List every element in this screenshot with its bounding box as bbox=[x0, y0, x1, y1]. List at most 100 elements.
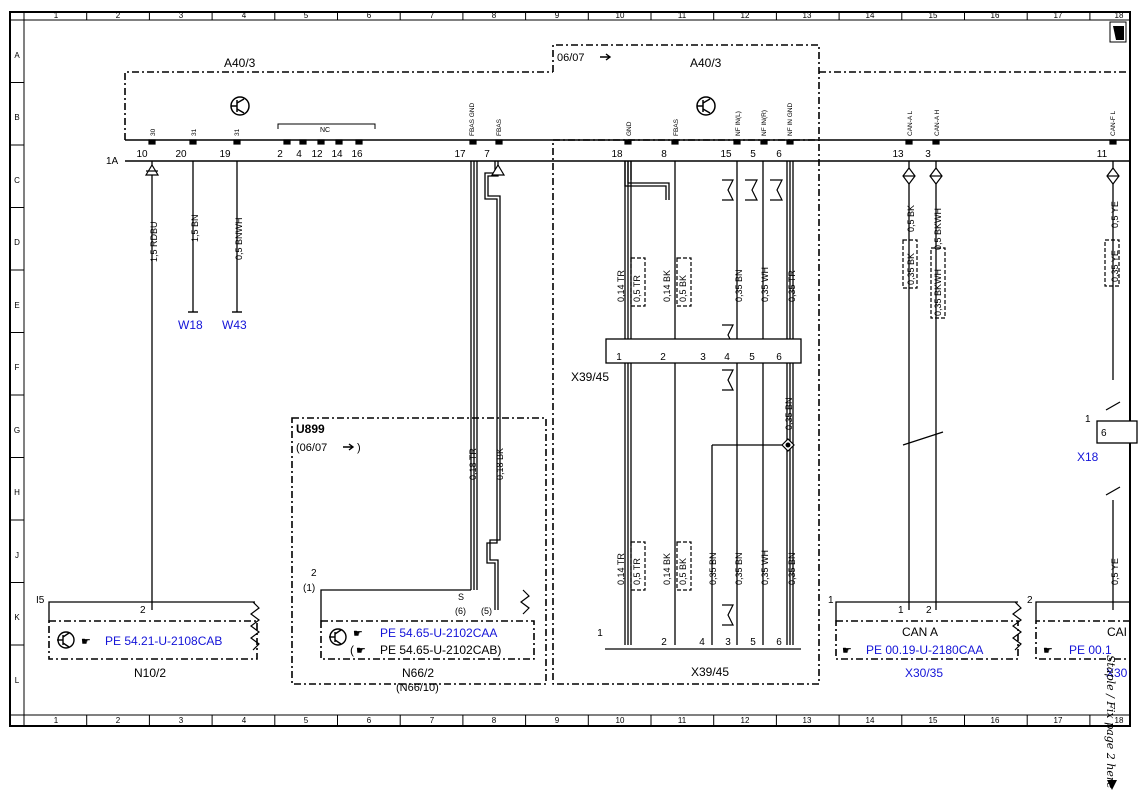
wire-label: 0,5 BK bbox=[906, 205, 916, 232]
wire-label: 0,35 WH bbox=[760, 550, 770, 585]
x39-top-pins: 1 2 3 4 5 6 bbox=[616, 352, 782, 363]
x30-ref: 1 bbox=[828, 595, 834, 606]
nc-label: NC bbox=[320, 127, 330, 134]
wire-label: 0,5 YE bbox=[1110, 558, 1120, 585]
wire-label: 0,35 BN bbox=[787, 552, 797, 585]
row-label: E bbox=[14, 301, 19, 310]
transistor-icon bbox=[230, 96, 250, 116]
x30-box bbox=[835, 620, 1019, 660]
row-label: C bbox=[14, 176, 20, 185]
ref-1a: 1A bbox=[106, 156, 119, 167]
x30-pe-link[interactable]: PE 00.19-U-2180CAA bbox=[866, 643, 983, 657]
a40-label-right: A40/3 bbox=[690, 56, 722, 70]
transistor-icon bbox=[329, 628, 347, 646]
wire-label: 0,14 BK bbox=[662, 270, 672, 302]
wire-label: 0,14 TR bbox=[616, 270, 626, 302]
wire-label: 0,5 TR bbox=[632, 275, 642, 302]
connector-pin: 6 bbox=[776, 637, 782, 648]
pointer-icon: ☛ bbox=[353, 628, 363, 640]
col-label: 14 bbox=[866, 11, 875, 20]
pin-function: 31 bbox=[234, 128, 241, 136]
connector-pin: 1 bbox=[616, 352, 622, 363]
wire-labels: 1,5 RDBU 1,5 BN 0,5 BNWH 0,18 TR 0,18 BK… bbox=[149, 201, 1120, 585]
staple-note: Staple / Fix page 2 here bbox=[1104, 655, 1117, 789]
n66-pe-alt: PE 54.65-U-2102CAB) bbox=[380, 643, 501, 657]
wire-label: 0,5 BK bbox=[678, 558, 688, 585]
n66-label-alt: (N66/10) bbox=[396, 682, 439, 694]
pin-function: CAN-A H bbox=[934, 109, 941, 136]
n10-label: N10/2 bbox=[134, 666, 166, 680]
wire-label: 0,35 BKWH bbox=[933, 269, 943, 316]
row-label: K bbox=[14, 613, 20, 622]
svg-text:): ) bbox=[357, 442, 361, 454]
sheet-frame bbox=[9, 11, 1131, 727]
row-label: D bbox=[14, 238, 20, 247]
nc-bracket bbox=[277, 123, 376, 129]
wire-label: 0,14 BK bbox=[662, 553, 672, 585]
n66-pin6: (6) bbox=[455, 606, 466, 616]
pin-number: 12 bbox=[311, 149, 323, 160]
right-comp-pe-link[interactable]: PE 00.1 bbox=[1069, 643, 1112, 657]
connector-pin: 5 bbox=[750, 637, 756, 648]
wire-label: 0,14 TR bbox=[616, 553, 626, 585]
zigzag-mark bbox=[1012, 601, 1022, 651]
wire-label: 0,35 BN bbox=[708, 552, 718, 585]
x18-connector bbox=[1096, 420, 1138, 444]
wires bbox=[48, 161, 1130, 645]
pin-numbers: 10 20 19 2 4 12 14 16 17 7 18 8 15 5 6 1… bbox=[136, 149, 1107, 160]
wire-label: 0,5 BNWH bbox=[234, 217, 244, 260]
row-label: F bbox=[15, 363, 20, 372]
right-comp-label: X30 bbox=[1106, 666, 1128, 680]
pin-number: 11 bbox=[1097, 149, 1108, 160]
col-label: 10 bbox=[616, 716, 625, 725]
wire-label: 0,35 BN bbox=[734, 269, 744, 302]
pin-number: 13 bbox=[892, 149, 904, 160]
x39-label-bottom: X39/45 bbox=[691, 665, 729, 679]
pointer-icon: ☛ bbox=[356, 645, 366, 657]
u899-label: U899 bbox=[296, 422, 325, 436]
grid-row-labels: A B C D E F G H J K L bbox=[14, 51, 20, 685]
pin-function: NF IN(L) bbox=[735, 111, 742, 136]
triangle-down-icon bbox=[1107, 780, 1117, 790]
col-label: 6 bbox=[367, 11, 372, 20]
n66-pin-alt: (1) bbox=[303, 583, 315, 594]
col-label: 1 bbox=[54, 11, 59, 20]
n66-pin: 2 bbox=[311, 568, 317, 579]
col-label: 18 bbox=[1115, 11, 1124, 20]
col-label: 16 bbox=[991, 716, 1000, 725]
n10-pe-link[interactable]: PE 54.21-U-2108CAB bbox=[105, 634, 222, 648]
pin-number: 7 bbox=[484, 149, 490, 160]
pin-function: CAN-A L bbox=[907, 110, 914, 136]
connector-pin: 4 bbox=[724, 352, 730, 363]
right-comp-can: CAI bbox=[1107, 625, 1127, 639]
pin-number: 15 bbox=[720, 149, 732, 160]
x30-pin: 1 bbox=[898, 605, 904, 616]
x39-bottom-pins: 1 2 4 3 5 6 bbox=[597, 628, 782, 648]
sleeve-boxes bbox=[630, 239, 1120, 591]
n66-pe-link[interactable]: PE 54.65-U-2102CAA bbox=[380, 626, 497, 640]
n66-box bbox=[320, 620, 535, 660]
pin-number: 8 bbox=[661, 149, 667, 160]
n66-pin5: (5) bbox=[481, 606, 492, 616]
col-label: 12 bbox=[741, 716, 750, 725]
connector-pin: 1 bbox=[597, 628, 603, 639]
col-label: 4 bbox=[242, 716, 247, 725]
row-label: H bbox=[14, 488, 20, 497]
pointer-icon: ☛ bbox=[81, 636, 91, 648]
pin-function-labels: 30 31 31 FBAS GND FBAS GND FBAS NF IN(L)… bbox=[150, 102, 1117, 136]
wire-label: 0,18 TR bbox=[468, 448, 478, 480]
col-label: 16 bbox=[991, 11, 1000, 20]
arrow-right-icon bbox=[600, 53, 612, 61]
x30-pin: 2 bbox=[926, 605, 932, 616]
col-label: 2 bbox=[116, 716, 121, 725]
row-label: B bbox=[14, 113, 19, 122]
wire-label: 0,5 TR bbox=[632, 558, 642, 585]
connector-pin: 2 bbox=[660, 352, 666, 363]
row-label: J bbox=[15, 551, 19, 560]
connector-pin: 5 bbox=[749, 352, 755, 363]
col-label: 17 bbox=[1054, 11, 1063, 20]
wire-label: 0,35 BN bbox=[784, 397, 794, 430]
arrow-right-icon bbox=[343, 443, 355, 451]
u899-range: (06/07 bbox=[296, 442, 327, 454]
zigzag-mark bbox=[520, 589, 530, 615]
